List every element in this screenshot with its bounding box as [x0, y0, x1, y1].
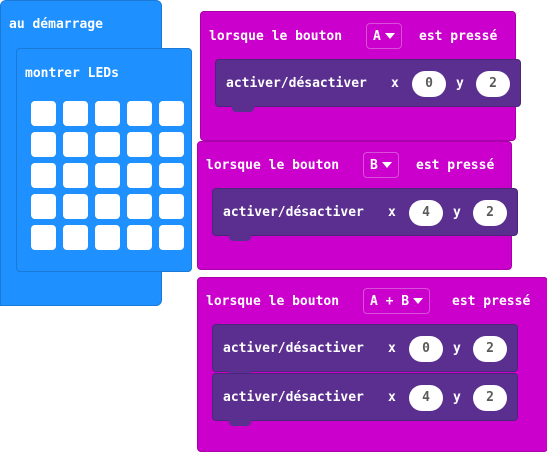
- chevron-down-icon: [384, 33, 395, 39]
- toggle-led-block[interactable]: activer/désactiver x 4 y 2: [212, 373, 518, 426]
- led-cell[interactable]: [127, 194, 152, 219]
- event-suffix-label: est pressé: [419, 29, 498, 44]
- block-notch: [229, 420, 251, 426]
- chevron-down-icon: [413, 298, 424, 304]
- toggle-label: activer/désactiver: [223, 390, 364, 405]
- toggle-led-block[interactable]: activer/désactiver x 0 y 2: [215, 59, 521, 112]
- event-suffix-label: est pressé: [452, 294, 531, 309]
- x-label: x: [391, 76, 399, 91]
- y-label: y: [453, 390, 461, 405]
- block-notch: [229, 235, 251, 241]
- show-leds-block[interactable]: montrer LEDs: [16, 48, 192, 272]
- x-value-input[interactable]: 0: [409, 336, 443, 362]
- led-cell[interactable]: [127, 132, 152, 157]
- y-label: y: [456, 76, 464, 91]
- button-dropdown[interactable]: A + B: [363, 288, 431, 314]
- led-cell[interactable]: [159, 163, 184, 188]
- led-cell[interactable]: [159, 225, 184, 250]
- led-cell[interactable]: [31, 194, 56, 219]
- y-value-input[interactable]: 2: [473, 200, 507, 226]
- x-value-input[interactable]: 4: [409, 385, 443, 411]
- x-label: x: [388, 341, 396, 356]
- led-cell[interactable]: [95, 225, 120, 250]
- y-label: y: [453, 205, 461, 220]
- show-leds-label: montrer LEDs: [25, 66, 119, 81]
- button-dropdown[interactable]: A: [366, 23, 402, 49]
- led-cell[interactable]: [159, 132, 184, 157]
- button-dropdown[interactable]: B: [363, 152, 399, 178]
- led-cell[interactable]: [31, 132, 56, 157]
- led-cell[interactable]: [95, 132, 120, 157]
- led-cell[interactable]: [63, 132, 88, 157]
- led-cell[interactable]: [95, 163, 120, 188]
- button-dropdown-value: A: [373, 28, 381, 44]
- led-cell[interactable]: [159, 194, 184, 219]
- x-label: x: [388, 390, 396, 405]
- led-cell[interactable]: [63, 194, 88, 219]
- event-prefix-label: lorsque le bouton: [209, 29, 343, 44]
- x-value-input[interactable]: 4: [409, 200, 443, 226]
- led-cell[interactable]: [127, 163, 152, 188]
- led-grid: [31, 101, 184, 250]
- event-suffix-label: est pressé: [416, 158, 495, 173]
- led-cell[interactable]: [95, 194, 120, 219]
- led-cell[interactable]: [127, 101, 152, 126]
- led-cell[interactable]: [159, 101, 184, 126]
- on-start-label: au démarrage: [9, 17, 103, 32]
- led-cell[interactable]: [31, 163, 56, 188]
- x-value-input[interactable]: 0: [412, 71, 446, 97]
- event-prefix-label: lorsque le bouton: [206, 294, 340, 309]
- toggle-led-block[interactable]: activer/désactiver x 0 y 2: [212, 324, 518, 377]
- button-dropdown-value: B: [370, 157, 378, 173]
- led-cell[interactable]: [127, 225, 152, 250]
- chevron-down-icon: [381, 162, 392, 168]
- led-cell[interactable]: [63, 101, 88, 126]
- button-dropdown-value: A + B: [370, 293, 410, 309]
- y-value-input[interactable]: 2: [476, 71, 510, 97]
- toggle-label: activer/désactiver: [226, 76, 367, 91]
- toggle-label: activer/désactiver: [223, 341, 364, 356]
- y-label: y: [453, 341, 461, 356]
- y-value-input[interactable]: 2: [473, 385, 507, 411]
- block-notch: [232, 106, 254, 112]
- event-prefix-label: lorsque le bouton: [206, 158, 340, 173]
- toggle-led-block[interactable]: activer/désactiver x 4 y 2: [212, 188, 518, 241]
- led-cell[interactable]: [31, 101, 56, 126]
- led-cell[interactable]: [31, 225, 56, 250]
- led-cell[interactable]: [63, 225, 88, 250]
- toggle-label: activer/désactiver: [223, 205, 364, 220]
- y-value-input[interactable]: 2: [473, 336, 507, 362]
- led-cell[interactable]: [63, 163, 88, 188]
- led-cell[interactable]: [95, 101, 120, 126]
- x-label: x: [388, 205, 396, 220]
